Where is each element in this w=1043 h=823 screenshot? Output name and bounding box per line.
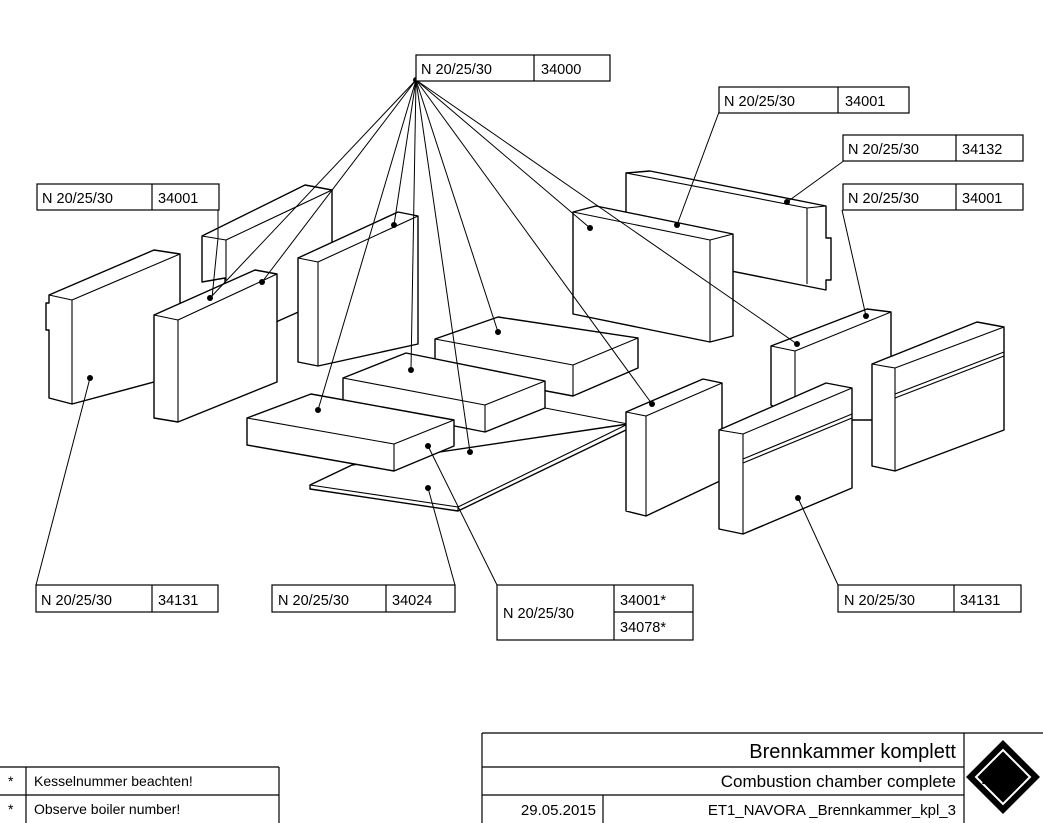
panel-right-far xyxy=(871,321,1005,472)
callout-number: 34024 xyxy=(392,593,432,609)
callout-model: N 20/25/30 xyxy=(278,593,349,609)
panel-right-front xyxy=(718,382,853,535)
callout-model: N 20/25/30 xyxy=(848,191,919,207)
callouts: N 20/25/30 34000 N 20/25/30 34001 N 20/2… xyxy=(35,54,1024,641)
slab-front xyxy=(246,393,455,472)
callout-model: N 20/25/30 xyxy=(848,142,919,158)
callout-model: N 20/25/30 xyxy=(421,62,492,78)
title-en: Combustion chamber complete xyxy=(721,772,956,791)
panel-left-inner xyxy=(297,211,419,367)
callout-34000: N 20/25/30 34000 xyxy=(415,54,611,82)
callout-model: N 20/25/30 xyxy=(42,191,113,207)
note-mark: * xyxy=(8,773,14,789)
callout-number: 34001 xyxy=(845,94,885,110)
note-text-en: Observe boiler number! xyxy=(34,801,180,817)
callout-34001-right-a: N 20/25/30 34001 xyxy=(718,86,910,114)
callout-34001-34078: N 20/25/30 34001* 34078* xyxy=(496,584,694,641)
callout-number: 34132 xyxy=(962,142,1002,158)
callout-number: 34001 xyxy=(158,191,198,207)
callout-34001-left: N 20/25/30 34001 xyxy=(36,183,220,211)
callout-34001-right-c: N 20/25/30 34001 xyxy=(842,183,1024,211)
notes-table: * Kesselnummer beachten! * Observe boile… xyxy=(0,766,280,823)
callout-number: 34001 xyxy=(962,191,1002,207)
hdg-logo: HDG xyxy=(966,740,1040,814)
title-block: Brennkammer komplett Combustion chamber … xyxy=(481,732,1043,823)
callout-34131-left: N 20/25/30 34131 xyxy=(35,584,219,613)
note-text-de: Kesselnummer beachten! xyxy=(34,773,193,789)
callout-number: 34000 xyxy=(541,62,581,78)
callout-number: 34131 xyxy=(960,593,1000,609)
callout-number: 34001* xyxy=(620,593,666,609)
title-de: Brennkammer komplett xyxy=(749,741,956,763)
leader-dots xyxy=(87,77,869,501)
callout-number: 34131 xyxy=(158,593,198,609)
drawing-date: 29.05.2015 xyxy=(521,802,596,819)
panel-right-center xyxy=(572,205,734,343)
panel-left-front xyxy=(153,269,278,423)
parts-layer xyxy=(45,170,1005,535)
callout-model: N 20/25/30 xyxy=(844,593,915,609)
callout-34132: N 20/25/30 34132 xyxy=(842,134,1024,162)
note-mark: * xyxy=(8,801,14,817)
callout-34024: N 20/25/30 34024 xyxy=(271,584,456,613)
drawing-id: ET1_NAVORA _Brennkammer_kpl_3 xyxy=(708,802,956,819)
logo-text: HDG xyxy=(982,768,1024,789)
callout-model: N 20/25/30 xyxy=(724,94,795,110)
callout-model: N 20/25/30 xyxy=(503,606,574,622)
panel-left-outer xyxy=(45,249,181,405)
leader-lines xyxy=(35,79,867,586)
callout-number-2: 34078* xyxy=(620,620,666,636)
callout-34131-right: N 20/25/30 34131 xyxy=(837,584,1022,613)
panel-center-right xyxy=(625,378,723,517)
rear-strip xyxy=(544,407,629,425)
callout-model: N 20/25/30 xyxy=(41,593,112,609)
